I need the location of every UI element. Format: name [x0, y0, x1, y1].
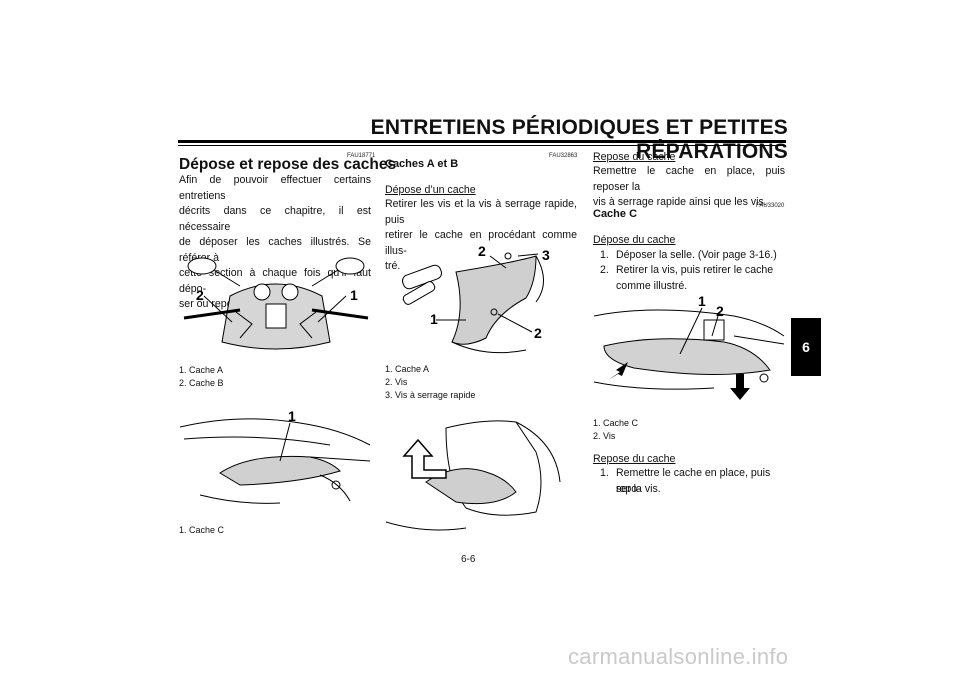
caption-item: 3. Vis à serrage rapide — [385, 390, 476, 400]
text-line: Afin de pouvoir effectuer certains entre… — [179, 174, 371, 202]
step-number: 2. — [600, 264, 609, 276]
step-text: Remettre le cache en place, puis repo- — [616, 467, 771, 495]
page-number: 6-6 — [461, 554, 476, 565]
figure-handlebar-covers: 2 1 — [180, 252, 372, 360]
section-heading: Dépose et repose des caches — [179, 156, 397, 173]
step-text: comme illustré. — [616, 279, 688, 292]
figure5-captions: 1. Cache C 2. Vis — [593, 417, 638, 443]
removal-paragraph: Retirer les vis et la vis à serrage rapi… — [385, 197, 577, 275]
text-line: retirer le cache en procédant comme illu… — [385, 229, 577, 257]
step-text: Déposer la selle. (Voir page 3-16.) — [616, 249, 777, 261]
arrow-down-icon — [730, 374, 750, 400]
step-number: 1. — [600, 467, 609, 479]
subheading-removal-c: Dépose du cache — [593, 234, 676, 246]
text-line: vis à serrage rapide ainsi que les vis. — [593, 196, 767, 208]
arrow-up-icon — [402, 438, 447, 479]
fig5-callout-1: 1 — [698, 296, 706, 309]
fig5-callout-2: 2 — [716, 303, 724, 319]
section-heading: Cache C — [593, 208, 638, 220]
figure2-captions: 1. Cache C — [179, 524, 224, 537]
arrow-down-left-icon — [608, 362, 628, 380]
header-rule-thin — [178, 145, 786, 146]
text-line: tré. — [385, 260, 401, 272]
step-item: 1. Remettre le cache en place, puis repo… — [600, 466, 786, 498]
caption-item: 2. Cache B — [179, 378, 224, 388]
figure-cover-a: 2 3 1 2 — [386, 242, 576, 358]
header-rule — [178, 140, 786, 143]
figure-cover-c-removal: 1 2 — [594, 296, 786, 408]
fig1-callout-2: 2 — [196, 287, 204, 303]
fig2-callout-1: 1 — [288, 408, 296, 424]
fig3-callout-3: 3 — [542, 247, 550, 263]
section-code: FAU33020 — [756, 203, 785, 209]
figure3-captions: 1. Cache A 2. Vis 3. Vis à serrage rapid… — [385, 363, 475, 402]
chapter-tab: 6 — [791, 318, 821, 376]
fig3-callout-2-bottom: 2 — [534, 325, 542, 341]
section-code: FAU32863 — [549, 153, 578, 159]
caption-item: 1. Cache C — [593, 418, 639, 428]
caption-item: 1. Cache C — [179, 525, 225, 535]
caption-item: 1. Cache A — [179, 365, 224, 375]
refit-paragraph: Remettre le cache en place, puis reposer… — [593, 164, 785, 211]
figure-side-cover-c: 1 — [180, 405, 372, 517]
section-code: FAU18771 — [347, 153, 376, 159]
caption-item: 2. Vis — [593, 431, 616, 441]
text-line: Retirer les vis et la vis à serrage rapi… — [385, 198, 577, 226]
fig3-callout-1: 1 — [430, 311, 438, 327]
fig3-callout-2-top: 2 — [478, 243, 486, 259]
text-line: décrits dans ce chapitre, il est nécessa… — [179, 205, 371, 233]
text-line: cette section à chaque fois qu’il faut d… — [179, 267, 371, 295]
step-text: Retirer la vis, puis retirer le cache — [616, 264, 774, 276]
subheading-refit: Repose du cache — [593, 151, 676, 163]
figure1-captions: 1. Cache A 2. Cache B — [179, 364, 224, 390]
caption-item: 1. Cache A — [385, 364, 430, 374]
text-line: Remettre le cache en place, puis reposer… — [593, 165, 785, 193]
fig1-callout-1: 1 — [350, 287, 358, 303]
watermark: carmanualsonline.info — [568, 644, 789, 669]
subheading-removal: Dépose d’un cache — [385, 184, 476, 196]
caption-item: 2. Vis — [385, 377, 408, 387]
step-text: ser la vis. — [616, 482, 661, 495]
subheading-refit-c: Repose du cache — [593, 453, 676, 465]
section-heading: Caches A et B — [385, 158, 459, 170]
step-item: 1. Déposer la selle. (Voir page 3-16.) — [600, 248, 786, 264]
step-number: 1. — [600, 249, 609, 261]
figure-cover-b-removal — [386, 412, 576, 542]
step-item: 2. Retirer la vis, puis retirer le cache… — [600, 263, 786, 295]
